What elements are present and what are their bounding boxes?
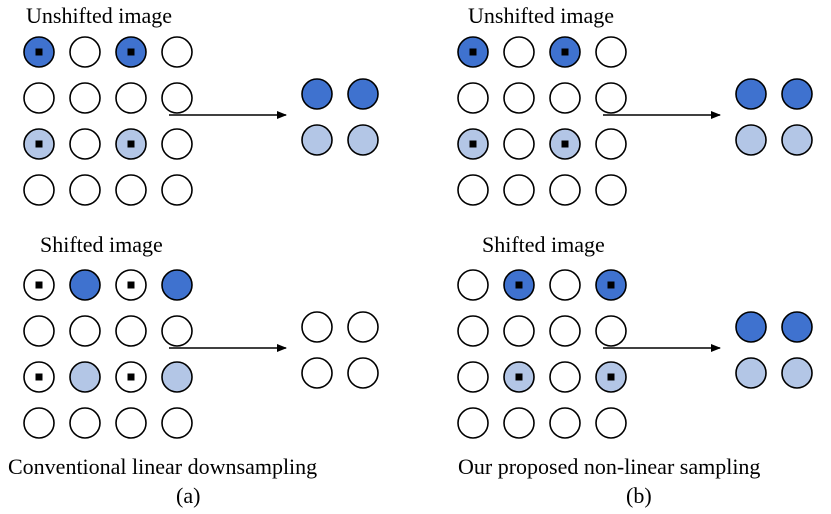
panel-b-shifted-sample-marker-r2c3 (607, 373, 615, 381)
panel-b-shifted-pixel-r3c3-empty (595, 407, 627, 439)
panel-a-unshifted-pixel-r3c2-empty (115, 174, 147, 206)
panel-a-unshifted-pixel-r0c1-empty (69, 36, 101, 68)
panel-b-unshifted-output-r0c1-dark (781, 78, 813, 110)
panel-a-unshifted-pixel-r2c1-empty (69, 128, 101, 160)
panel-b-shifted-output-r0c0-dark (735, 311, 767, 343)
panel-a-shifted-pixel-r3c0-empty (23, 407, 55, 439)
panel-b-unshifted-pixel-r3c2-empty (549, 174, 581, 206)
panel-a-shifted-pixel-r1c3-empty (161, 315, 193, 347)
panel-a-shifted-pixel-r1c1-empty (69, 315, 101, 347)
panel-a-shifted-pixel-r0c3-dark (161, 269, 193, 301)
panel-b-shifted-output-r1c1-light (781, 357, 813, 389)
panel-a-unshifted-output-r0c0-dark (301, 78, 333, 110)
panel-b-unshifted-sample-marker-r0c2 (561, 48, 569, 56)
panel-b-unshifted-sample-marker-r2c0 (469, 140, 477, 148)
panel-b-unshifted-pixel-r1c0-empty (457, 82, 489, 114)
panel-b-unshifted-pixel-r3c0-empty (457, 174, 489, 206)
panel-b-unshifted-output-r1c0-light (735, 124, 767, 156)
panel-a-shifted-output-r1c0-empty (301, 357, 333, 389)
panel-a-shifted-output-r0c0-empty (301, 311, 333, 343)
panel-a-shifted-sample-marker-r0c2 (127, 281, 135, 289)
panel-b-caption: Our proposed non-linear sampling (458, 454, 761, 479)
panel-a-unshifted-pixel-r1c2-empty (115, 82, 147, 114)
panel-b-shifted-output-r1c0-light (735, 357, 767, 389)
panel-a-shifted-pixel-r2c3-light (161, 361, 193, 393)
panel-a-shifted-output-r0c1-empty (347, 311, 379, 343)
panel-b-shifted-pixel-r3c2-empty (549, 407, 581, 439)
panel-b-shifted-pixel-r1c0-empty (457, 315, 489, 347)
panel-a-unshifted-pixel-r0c3-empty (161, 36, 193, 68)
panel-b-shifted-pixel-r1c1-empty (503, 315, 535, 347)
panel-a-shifted-pixel-r3c3-empty (161, 407, 193, 439)
panel-b-unshifted-pixel-r2c3-empty (595, 128, 627, 160)
panel-a-unshifted-output-r1c1-light (347, 124, 379, 156)
panel-a-unshifted-sample-marker-r0c0 (35, 48, 43, 56)
panel-b-shifted-pixel-r2c2-empty (549, 361, 581, 393)
panel-a-unshifted-pixel-r3c0-empty (23, 174, 55, 206)
panel-b-shifted-pixel-r1c2-empty (549, 315, 581, 347)
panel-b-unshifted-sample-marker-r2c2 (561, 140, 569, 148)
panel-a-unshifted-pixel-r3c3-empty (161, 174, 193, 206)
panel-a-unshifted-pixel-r1c0-empty (23, 82, 55, 114)
panel-b-unshifted-pixel-r0c1-empty (503, 36, 535, 68)
panel-b-unshifted-pixel-r3c3-empty (595, 174, 627, 206)
panel-b-unshifted-pixel-r0c3-empty (595, 36, 627, 68)
panel-b-shifted-sample-marker-r0c1 (515, 281, 523, 289)
panel-b-unshifted-pixel-r2c1-empty (503, 128, 535, 160)
panel-b-unshifted-pixel-r3c1-empty (503, 174, 535, 206)
panel-b-top-title: Unshifted image (468, 3, 615, 28)
panel-b-shifted-pixel-r3c0-empty (457, 407, 489, 439)
panel-a-unshifted-sample-marker-r0c2 (127, 48, 135, 56)
panel-b-unshifted-output-r0c0-dark (735, 78, 767, 110)
panel-b-shifted-sample-marker-r2c1 (515, 373, 523, 381)
panel-a-top-title: Unshifted image (26, 3, 173, 28)
panel-a-shifted-output-r1c1-empty (347, 357, 379, 389)
panel-a-unshifted-pixel-r2c3-empty (161, 128, 193, 160)
panel-a-unshifted-sample-marker-r2c2 (127, 140, 135, 148)
panel-a-unshifted-sample-marker-r2c0 (35, 140, 43, 148)
panel-a-unshifted-output-r1c0-light (301, 124, 333, 156)
panel-a-shifted-pixel-r1c0-empty (23, 315, 55, 347)
panel-b-unshifted-sample-marker-r0c0 (469, 48, 477, 56)
panel-b-shifted-pixel-r0c0-empty (457, 269, 489, 301)
panel-a-sublabel: (a) (176, 483, 201, 508)
panel-a-unshifted-pixel-r1c3-empty (161, 82, 193, 114)
panel-b-unshifted-pixel-r1c3-empty (595, 82, 627, 114)
panel-a-unshifted-pixel-r1c1-empty (69, 82, 101, 114)
panel-b-unshifted-pixel-r1c1-empty (503, 82, 535, 114)
panel-a-shifted-sample-marker-r2c2 (127, 373, 135, 381)
panel-b-shifted-pixel-r1c3-empty (595, 315, 627, 347)
panel-a-shifted-pixel-r2c1-light (69, 361, 101, 393)
panel-a-shifted-pixel-r3c1-empty (69, 407, 101, 439)
panel-a-unshifted-pixel-r3c1-empty (69, 174, 101, 206)
panel-b-shifted-pixel-r2c0-empty (457, 361, 489, 393)
panel-b-shifted-output-r0c1-dark (781, 311, 813, 343)
panel-a-bottom-title: Shifted image (40, 232, 163, 257)
panel-a-shifted-pixel-r0c1-dark (69, 269, 101, 301)
panel-a-shifted-sample-marker-r0c0 (35, 281, 43, 289)
panel-a-unshifted-output-r0c1-dark (347, 78, 379, 110)
panel-b-unshifted-pixel-r1c2-empty (549, 82, 581, 114)
panel-b-sublabel: (b) (626, 483, 652, 508)
panel-a-shifted-pixel-r3c2-empty (115, 407, 147, 439)
panel-b-unshifted-output-r1c1-light (781, 124, 813, 156)
panel-a-shifted-pixel-r1c2-empty (115, 315, 147, 347)
panel-b-shifted-pixel-r3c1-empty (503, 407, 535, 439)
panel-b-shifted-sample-marker-r0c3 (607, 281, 615, 289)
panel-b-bottom-title: Shifted image (482, 232, 605, 257)
panel-b-shifted-pixel-r0c2-empty (549, 269, 581, 301)
panel-a-shifted-sample-marker-r2c0 (35, 373, 43, 381)
panel-a-caption: Conventional linear downsampling (8, 454, 318, 479)
